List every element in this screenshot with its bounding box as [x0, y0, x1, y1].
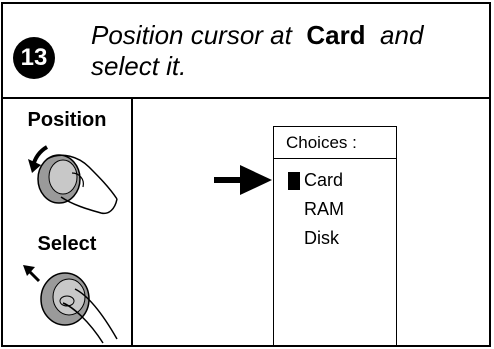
menu-item-disk[interactable]: Disk	[304, 228, 339, 248]
position-label: Position	[27, 109, 107, 131]
step-header: 13 Position cursor at Card and select it…	[3, 4, 489, 99]
select-label: Select	[37, 233, 97, 255]
menu-item-ram[interactable]: RAM	[304, 199, 344, 219]
instruction-target: Card	[306, 20, 366, 50]
rotate-knob-hand-icon	[28, 145, 118, 215]
menu-cursor	[288, 172, 300, 190]
press-knob-hand-icon	[23, 265, 118, 344]
instruction-text-line2: select it.	[91, 51, 187, 81]
pointer-arrow-icon	[214, 165, 272, 195]
controls-legend: Position Select	[3, 99, 133, 347]
choices-menu: Choices : Card RAM Disk	[273, 126, 397, 346]
step-number-badge: 13	[13, 37, 55, 79]
step-instruction: Position cursor at Card and select it.	[91, 20, 481, 82]
instruction-text-pre: Position cursor at	[91, 20, 292, 50]
menu-title: Choices :	[274, 127, 396, 159]
instruction-text-post: and	[380, 20, 424, 50]
menu-item-card[interactable]: Card	[304, 170, 344, 190]
